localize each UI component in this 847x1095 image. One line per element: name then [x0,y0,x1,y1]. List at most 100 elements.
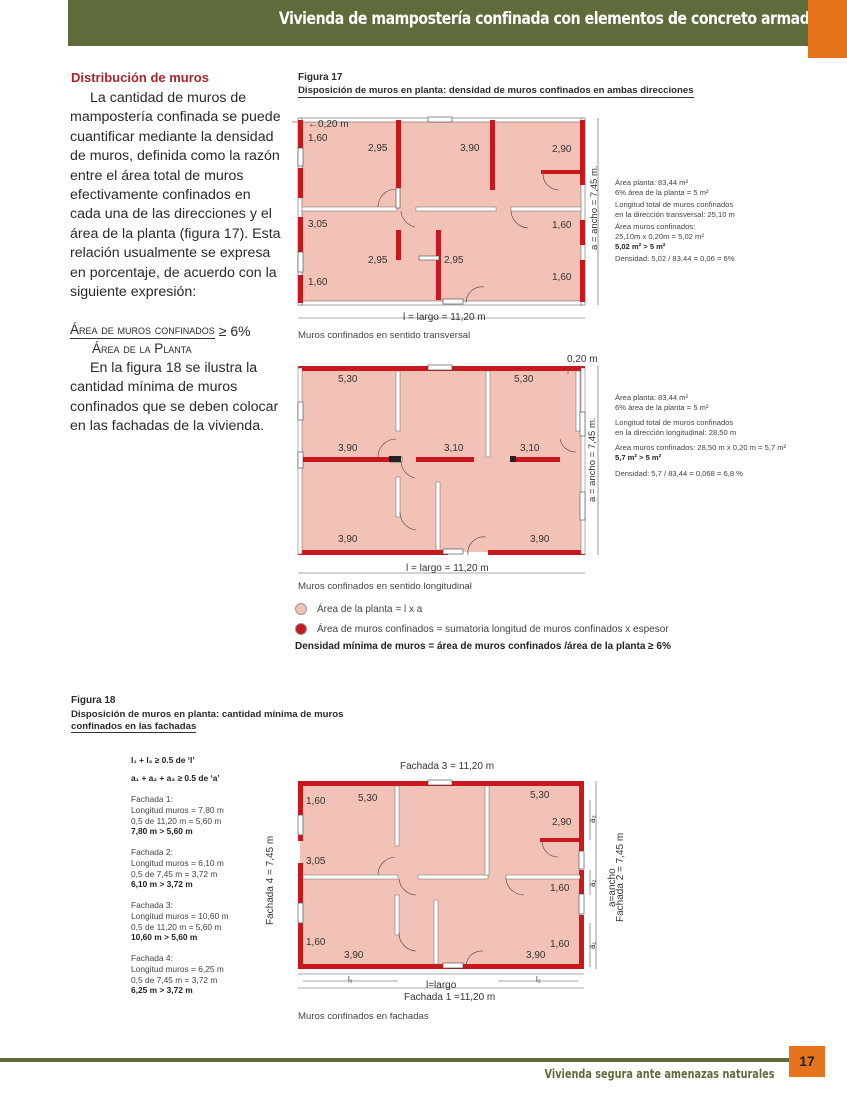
plan1-width: a = ancho = 7,45 m. [589,165,600,250]
plan1-note-5: 25,10m x 0,20m = 5,02 m² [615,231,704,241]
plan1-length: l = largo = 11,20 m [403,312,486,323]
plan1-dim-6: 1,60 [552,220,572,231]
fig18-rule-2: a₁ + a₂ + a₃ ≥ 0.5 de ‘a’ [131,773,220,783]
fachada-4-note: Fachada 4: Longitud muros = 6,25 m 0,5 d… [131,953,224,996]
plan2-note-6: Densidad: 5,7 / 83,44 = 0,068 = 6,8 % [615,468,743,478]
fig18-subtitle-2: confinados en las fachadas [71,721,197,733]
plan1-dim-8: 2,95 [444,255,464,266]
plan3-dim-6: 1,60 [306,937,326,948]
fachada-1-name: Fachada 1: [131,794,173,804]
plan3-dim-1: 5,30 [358,793,378,804]
plan3-dim-0: 1,60 [306,796,326,807]
fachada-3-label: Fachada 3 = 11,20 m [400,761,494,772]
legend-item-walls: Área de muros confinados = sumatoria lon… [295,623,669,635]
plan1-note-3: en la dirección transversal: 25,10 m [615,209,735,219]
plan2-dim-4: 3,10 [444,443,464,454]
plan1-note-6: 5,02 m² > 5 m² [615,241,666,251]
fachada-1-half: 0,5 de 11,20 m = 5,60 m [131,815,222,826]
plan2-dim-1: 5,30 [338,374,358,385]
plan2-note-2: Longitud total de muros confinados [615,418,734,428]
fachada-4-half: 0,5 de 7,45 m = 3,72 m [131,974,218,985]
header-title: Vivienda de mampostería confinada con el… [279,9,819,29]
a3-label: a₃ [588,815,597,823]
l2-label: l₂ [536,975,541,984]
plan2-caption: Muros confinados en sentido longitudinal [298,581,472,592]
section-title: Distribución de muros [71,70,209,85]
plan1-dim-020: ←0,20 m [308,119,349,130]
plan2-note-4: Área muros confinados: 28,50 m x 0,20 m … [615,443,787,453]
fachada-4-result: 6,25 m > 3,72 m [131,985,193,996]
fig18-subtitle-1: Disposición de muros en planta: cantidad… [71,709,344,720]
plan2-dim-7: 3,90 [530,534,550,545]
plan1-dim-3: 3,90 [460,143,480,154]
plan3-dim-7: 3,90 [344,950,364,961]
formula-denominator: Área de la Planta [92,341,192,356]
plan3-dim-8: 3,90 [526,950,546,961]
page-number: 17 [789,1046,825,1077]
legend-swatch-walls [295,623,307,635]
plan3-dim-3: 2,90 [552,817,572,828]
plan1-dim-9: 1,60 [552,272,572,283]
plan-1-svg: ←0,20 m 1,60 2,95 3,90 2,90 3,05 1,60 2,… [292,116,600,323]
footer-title: Vivienda segura ante amenazas naturales [544,1067,775,1081]
a2-label: a₂ [588,879,597,887]
plan3-dim-9: 1,60 [550,939,570,950]
plan1-floor [300,120,583,303]
width-label: a=ancho [607,868,618,907]
plan1-note-0: Área planta: 83,44 m² [615,178,689,187]
plan3-dim-4: 3,05 [306,856,326,867]
plan1-dim-10: 1,60 [308,277,328,288]
fachada-2-half: 0,5 de 7,45 m = 3,72 m [131,868,218,879]
fachada-2-label: Fachada 2 = 7,45 m [615,833,626,922]
fachada-2-length: Longitud muros = 6,10 m [131,857,224,868]
fachada-1-label: Fachada 1 =11,20 m [404,992,495,1003]
fachada-2-name: Fachada 2: [131,847,173,857]
fachada-4-label: Fachada 4 = 7,45 m [265,836,276,925]
plan2-dim-5: 3,10 [520,443,540,454]
plan2-dim-6: 3,90 [338,534,358,545]
footer-bar [0,1058,790,1062]
fachada-3-half: 0,5 de 11,20 m = 5,60 m [131,921,222,932]
paragraph-2: En la figura 18 se ilustra la cantidad m… [70,359,285,437]
plan2-dim-0: 0,20 m [567,354,598,365]
length-label: l=largo [426,980,457,991]
fachada-4-length: Longitud muros = 6,25 m [131,963,224,974]
plan3-caption: Muros confinados en fachadas [298,1011,429,1022]
plan1-note-7: Densidad: 5,02 / 83,44 = 0,06 = 6% [615,254,735,264]
header-bar [68,0,822,46]
plan2-note-3: en la dirección longitudinal: 28,50 m [615,427,737,437]
plan1-note-2: Longitud total de muros confinados [615,200,734,210]
fachada-1-note: Fachada 1: Longitud muros = 7,80 m 0,5 d… [131,794,224,837]
legend-label-plant: Área de la planta = l x a [317,603,423,615]
fachada-1-length: Longitud muros = 7,80 m [131,804,224,815]
density-statement: Densidad mínima de muros = área de muros… [295,641,671,652]
formula-numerator: Área de muros confinados [70,322,215,339]
fig18-rule-1: l₁ + l₂ ≥ 0.5 de ‘l’ [131,755,195,765]
fachada-3-name: Fachada 3: [131,900,173,910]
plan3-dim-5: 1,60 [550,883,570,894]
plan2-width: a = ancho = 7,45 m. [587,417,598,502]
plan3-dim-2: 5,30 [530,790,550,801]
formula-ge: ≥ 6% [218,323,251,339]
plan2-dim-2: 5,30 [514,374,534,385]
plan1-note-1: 6% área de la planta = 5 m² [615,187,709,197]
paragraph-2-text: En la figura 18 se ilustra la cantidad m… [70,360,279,435]
header-accent [808,0,847,58]
fachada-3-result: 10,60 m > 5,60 m [131,932,198,943]
plan-2-svg: 0,20 m 5,30 5,30 3,90 3,10 3,10 3,90 3,9… [297,354,599,574]
plan2-note-5: 5,7 m² > 5 m² [615,452,662,462]
legend-swatch-plant [295,603,307,615]
fachada-4-name: Fachada 4: [131,953,173,963]
plan1-note-4: Área muros confinados: [615,222,696,232]
fig17-subtitle: Disposición de muros en planta: densidad… [298,85,694,98]
plan1-dim-1: 1,60 [308,133,328,144]
plan2-notes: Área planta: 83,44 m² 6% área de la plan… [615,393,830,478]
plan1-notes: Área planta: 83,44 m² 6% área de la plan… [615,178,815,264]
plan2-note-0: Área planta: 83,44 m² [615,393,689,402]
plan1-dim-4: 2,90 [552,144,572,155]
plan1-dim-7: 2,95 [368,255,388,266]
a1-label: a₁ [588,942,597,949]
fachada-2-note: Fachada 2: Longitud muros = 6,10 m 0,5 d… [131,847,224,890]
fachada-3-note: Fachada 3: Longitud muros = 10,60 m 0,5 … [131,900,229,943]
plan2-length: l = largo = 11,20 m [406,563,489,574]
